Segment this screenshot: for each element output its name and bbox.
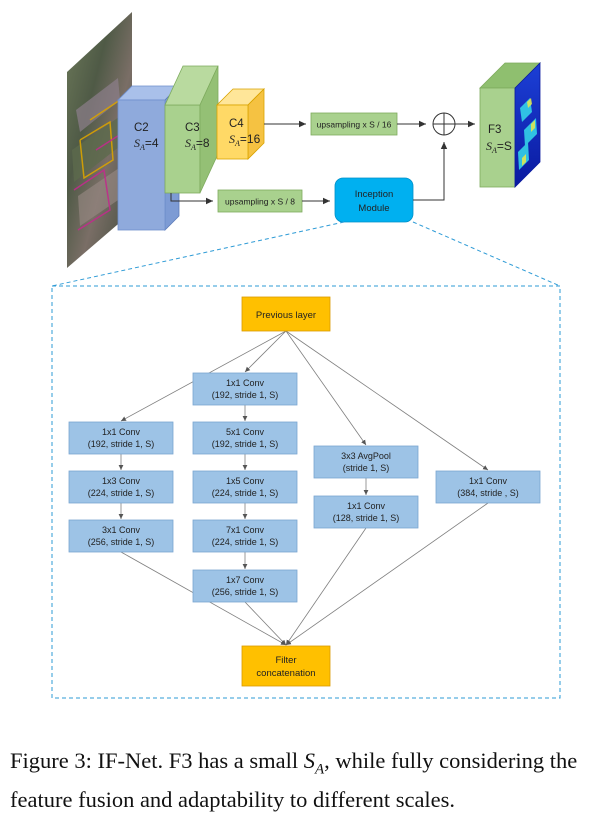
branch2-box-4-line-1: 7x1 Conv (226, 525, 265, 535)
c4-label: C4 SA=16 (229, 118, 261, 148)
branch2-box-5-line-2: (256, stride 1, S) (212, 587, 279, 597)
branch2-box-1-line-1: 1x1 Conv (226, 378, 265, 388)
input-aerial-image (67, 12, 132, 268)
branch2-box-1: 1x1 Conv (192, stride 1, S) (192, 372, 298, 406)
c2-label: C2 SA=4 (134, 122, 159, 152)
branch1-box-3-line-2: (256, stride 1, S) (88, 537, 155, 547)
f3-label: F3 SA=S (486, 124, 512, 155)
caption-sa-symbol: SA (303, 748, 325, 778)
svg-text:SA=8: SA=8 (185, 136, 210, 152)
branch1-box-3: 3x1 Conv (256, stride 1, S) (68, 519, 174, 553)
branch3-from-prev (285, 330, 367, 446)
branch2-box-2-line-1: 5x1 Conv (226, 427, 265, 437)
branch1-box-1: 1x1 Conv (192, stride 1, S) (68, 421, 174, 455)
branch1-box-2-line-2: (224, stride 1, S) (88, 488, 155, 498)
c3-feature-block (164, 65, 219, 194)
svg-text:F3: F3 (488, 124, 501, 136)
inception-to-sum-arrow (413, 142, 448, 201)
inception-label-line1: Inception (355, 189, 394, 200)
upsampling-8-label: upsampling x S / 8 (225, 197, 295, 207)
upsampling-16-label: upsampling x S / 16 (317, 120, 392, 130)
zoom-line-left (51, 221, 345, 287)
branch3-box-1-line-2: (stride 1, S) (343, 463, 390, 473)
inception-module-box (334, 177, 414, 223)
branch1-box-1-line-1: 1x1 Conv (102, 427, 141, 437)
svg-text:SA=S: SA=S (486, 139, 512, 155)
svg-text:SA=16: SA=16 (229, 132, 261, 148)
caption-text-1: IF-Net. F3 has a small (97, 748, 299, 773)
branch4-box-1-line-2: (384, stride , S) (457, 488, 519, 498)
branch2-box-3-line-2: (224, stride 1, S) (212, 488, 279, 498)
svg-text:C4: C4 (229, 118, 244, 130)
caption-text-2: , while fully considering the feature fu… (10, 748, 578, 812)
branch2-box-3-line-1: 1x5 Conv (226, 476, 265, 486)
branch2-box-4: 7x1 Conv (224, stride 1, S) (192, 519, 298, 553)
branch3-box-1-line-1: 3x3 AvgPool (341, 451, 391, 461)
concat-label-line1: Filter (275, 655, 296, 666)
conv-branches: 1x1 Conv (192, stride 1, S) 1x3 Conv (224, … (68, 372, 541, 603)
f3-feature-block (479, 62, 541, 188)
filter-concatenation-box (241, 645, 331, 687)
branch1-box-1-line-2: (192, stride 1, S) (88, 439, 155, 449)
branch3-box-2-line-2: (128, stride 1, S) (333, 513, 400, 523)
branch2-box-4-line-2: (224, stride 1, S) (212, 537, 279, 547)
inception-detail-frame (51, 285, 561, 699)
zoom-line-right (412, 221, 561, 287)
svg-text:C3: C3 (185, 122, 200, 134)
branch2-box-3: 1x5 Conv (224, stride 1, S) (192, 470, 298, 504)
caption-label: Figure 3: (10, 748, 92, 773)
branch3-to-concat (285, 527, 367, 646)
branch2-box-2: 5x1 Conv (192, stride 1, S) (192, 421, 298, 455)
branch2-to-concat (244, 601, 287, 646)
branch1-box-2: 1x3 Conv (224, stride 1, S) (68, 470, 174, 504)
branch1-box-2-line-1: 1x3 Conv (102, 476, 141, 486)
figure-caption: Figure 3: IF-Net. F3 has a small SA, whi… (10, 746, 605, 815)
branch2-box-2-line-2: (192, stride 1, S) (212, 439, 279, 449)
branch2-box-5-line-1: 1x7 Conv (226, 575, 265, 585)
branch3-box-1: 3x3 AvgPool (stride 1, S) (313, 445, 419, 479)
branch3-box-2-line-1: 1x1 Conv (347, 501, 386, 511)
previous-layer-box (241, 296, 331, 332)
concat-label-line2: concatenation (256, 668, 315, 679)
c3-to-up8-arrow (170, 193, 213, 205)
svg-text:SA=4: SA=4 (134, 136, 159, 152)
branch4-to-concat (285, 502, 489, 646)
branch2-box-5: 1x7 Conv (256, stride 1, S) (192, 569, 298, 603)
branch4-box-1: 1x1 Conv (384, stride , S) (435, 470, 541, 504)
branch1-box-3-line-1: 3x1 Conv (102, 525, 141, 535)
c4-feature-block (216, 88, 265, 160)
detail-connectors (118, 330, 489, 646)
svg-text:C2: C2 (134, 122, 149, 134)
inception-label-line2: Module (358, 203, 389, 214)
previous-layer-label: Previous layer (256, 310, 316, 321)
c3-label: C3 SA=8 (185, 122, 210, 152)
branch3-box-2: 1x1 Conv (128, stride 1, S) (313, 495, 419, 529)
branch4-from-prev (285, 330, 489, 471)
branch2-from-prev (244, 330, 287, 373)
if-net-diagram: C2 SA=4 C3 SA=8 C4 SA=16 upsampling x S … (51, 12, 561, 699)
branch2-box-1-line-2: (192, stride 1, S) (212, 390, 279, 400)
elementwise-sum-icon (432, 112, 456, 136)
branch4-box-1-line-1: 1x1 Conv (469, 476, 508, 486)
